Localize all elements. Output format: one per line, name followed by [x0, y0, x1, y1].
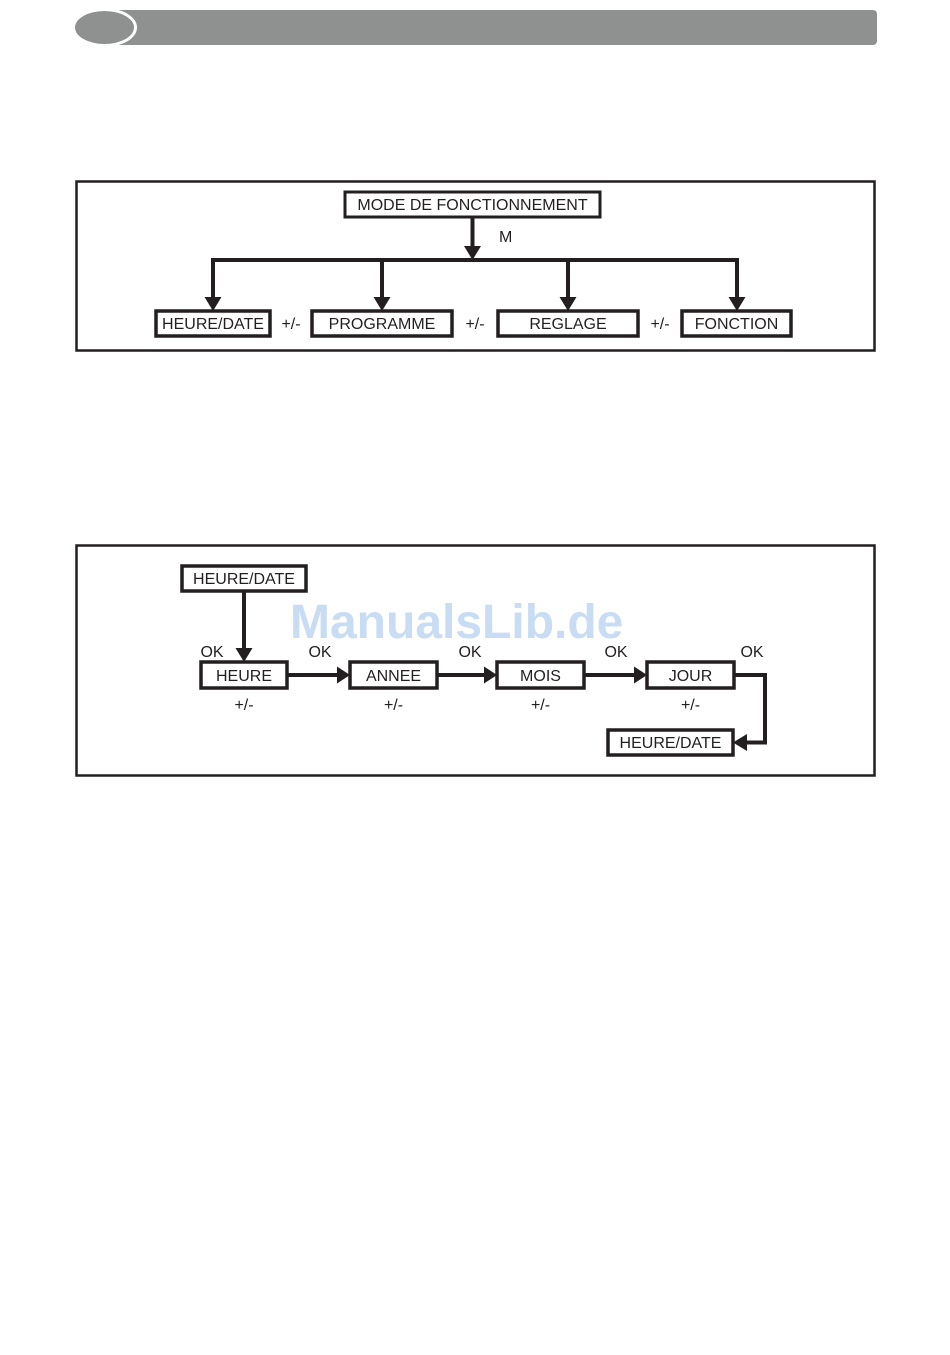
ok-label-1: OK	[200, 644, 223, 661]
return-path-line	[734, 673, 767, 745]
branch-arrow-head-1	[204, 297, 222, 311]
start-down-arrow-head	[235, 648, 253, 662]
manualslib-watermark: ManualsLib.de	[290, 596, 624, 649]
flow-box-reglage-label: REGLAGE	[529, 316, 606, 333]
ok-label-2: OK	[308, 644, 331, 661]
branch-rail-line	[211, 258, 739, 300]
flow-box-fonction-label: FONCTION	[695, 316, 779, 333]
flow-box-start-heure-date	[180, 564, 308, 593]
branch-arrow-head-4	[728, 297, 746, 311]
flow-box-heure-date-label: HEURE/DATE	[162, 316, 264, 333]
flow-box-end-heure-date-label: HEURE/DATE	[620, 735, 722, 752]
heure-date-flow-svg: HEURE/DATE OK OK OK OK OK HEURE ANNEE MO…	[75, 544, 876, 777]
plus-minus-separator-1: +/-	[281, 316, 300, 333]
flow-box-programme	[310, 309, 454, 338]
step-arrow-1-head	[337, 666, 350, 684]
flow-box-mois-label: MOIS	[520, 668, 561, 685]
adjust-label-4: +/-	[681, 697, 700, 714]
adjust-label-1: +/-	[234, 697, 253, 714]
mode-diagram-frame	[75, 180, 876, 352]
branch-arrow-head-3	[559, 297, 577, 311]
header-tab-ellipse	[72, 8, 137, 47]
ok-label-3: OK	[458, 644, 481, 661]
flow-box-heure-label: HEURE	[216, 668, 272, 685]
mode-flow-svg: MODE DE FONCTIONNEMENT M HEURE/DATE PROG…	[75, 180, 876, 352]
flow-box-mode-label: MODE DE FONCTIONNEMENT	[357, 197, 587, 214]
m-key-label: M	[499, 229, 512, 246]
flow-box-annee-label: ANNEE	[366, 668, 421, 685]
header-bar	[98, 10, 877, 45]
flow-box-jour-label: JOUR	[669, 668, 713, 685]
branch-arrow-head-2	[373, 297, 391, 311]
heure-date-flow-diagram: HEURE/DATE OK OK OK OK OK HEURE ANNEE MO…	[75, 544, 876, 782]
flow-box-fonction	[680, 309, 793, 338]
mode-flow-diagram: MODE DE FONCTIONNEMENT M HEURE/DATE PROG…	[75, 180, 876, 357]
flow-box-end-heure-date	[606, 728, 735, 757]
flow-box-programme-label: PROGRAMME	[329, 316, 436, 333]
mode-down-arrow-head	[464, 246, 481, 260]
step-arrow-2-head	[484, 666, 497, 684]
flow-box-reglage	[496, 309, 640, 338]
plus-minus-separator-2: +/-	[465, 316, 484, 333]
return-arrow-head	[733, 734, 747, 751]
adjust-label-3: +/-	[531, 697, 550, 714]
adjust-label-2: +/-	[384, 697, 403, 714]
flow-box-start-heure-date-label: HEURE/DATE	[193, 571, 295, 588]
flow-box-heure-date	[154, 309, 272, 338]
heure-date-diagram-frame	[75, 544, 876, 777]
step-arrow-3-head	[634, 666, 647, 684]
plus-minus-separator-3: +/-	[650, 316, 669, 333]
ok-label-4: OK	[604, 644, 627, 661]
ok-label-5: OK	[740, 644, 763, 661]
